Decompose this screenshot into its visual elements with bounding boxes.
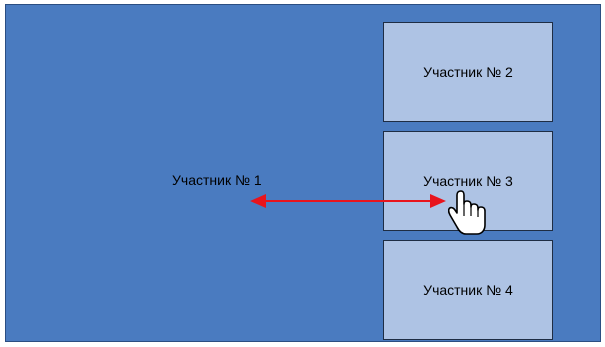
participant-tile-4[interactable]: Участник № 4 xyxy=(383,240,553,340)
participant-2-label: Участник № 2 xyxy=(423,64,513,80)
participant-4-label: Участник № 4 xyxy=(423,282,513,298)
participant-1-label: Участник № 1 xyxy=(172,172,262,188)
hand-pointer-icon xyxy=(448,190,486,235)
participant-3-label: Участник № 3 xyxy=(423,173,513,189)
participant-tile-2[interactable]: Участник № 2 xyxy=(383,22,553,122)
